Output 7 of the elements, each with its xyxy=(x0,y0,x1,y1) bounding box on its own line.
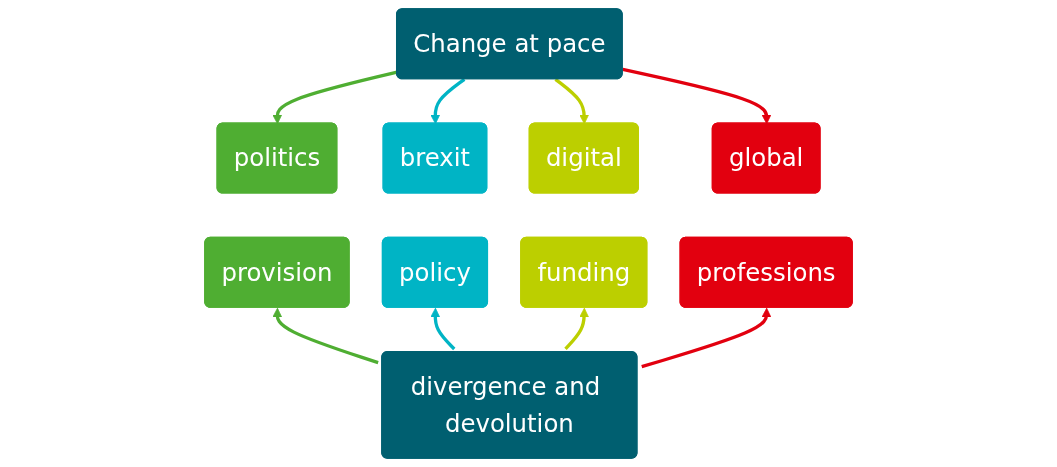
arrow xyxy=(554,78,589,125)
arrow xyxy=(622,67,772,125)
arrow xyxy=(430,307,456,351)
arrow xyxy=(641,307,772,369)
arrow xyxy=(430,77,466,125)
arrow xyxy=(564,307,589,351)
arrow xyxy=(272,307,379,365)
